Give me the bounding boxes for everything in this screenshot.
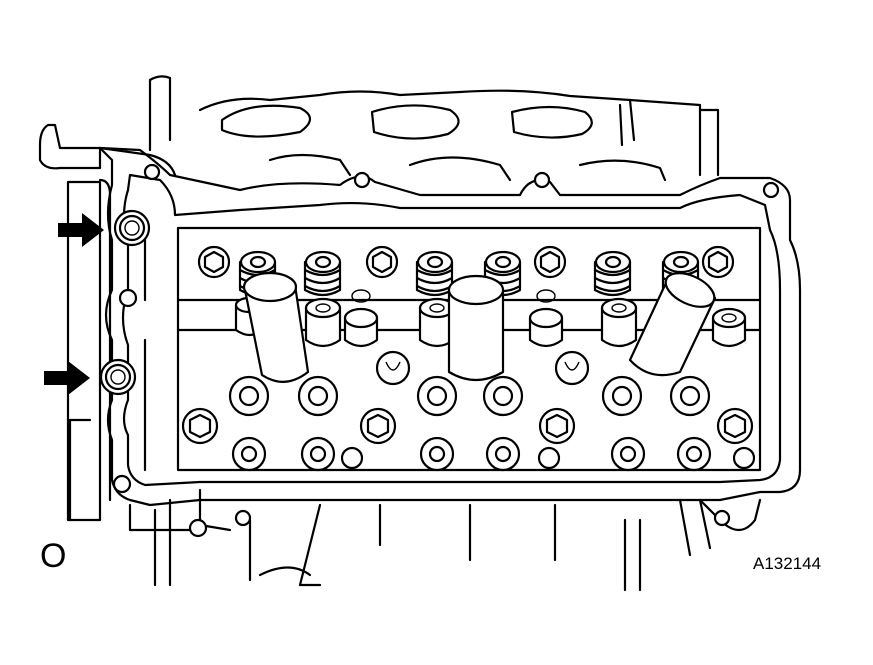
camshaft-journal-plugs-mid (375, 350, 590, 386)
cover-flange-left (38, 123, 177, 522)
camshaft-cap-bolts-top (197, 245, 735, 279)
valve-lifters (234, 289, 747, 348)
lifter-bores-row3 (231, 436, 756, 472)
spark-plug-tubes (242, 271, 717, 383)
arrow-right-icon (44, 361, 90, 395)
lifter-bores-row2 (228, 375, 711, 417)
camshaft-cap-bolts-bottom (181, 407, 754, 445)
reference-code: A132144 (753, 554, 822, 573)
engine-block-outline (148, 75, 720, 592)
arrow-right-icon (58, 213, 104, 247)
view-label: O (40, 537, 67, 575)
flange-holes (112, 163, 780, 538)
indicated-bolts (99, 209, 151, 396)
